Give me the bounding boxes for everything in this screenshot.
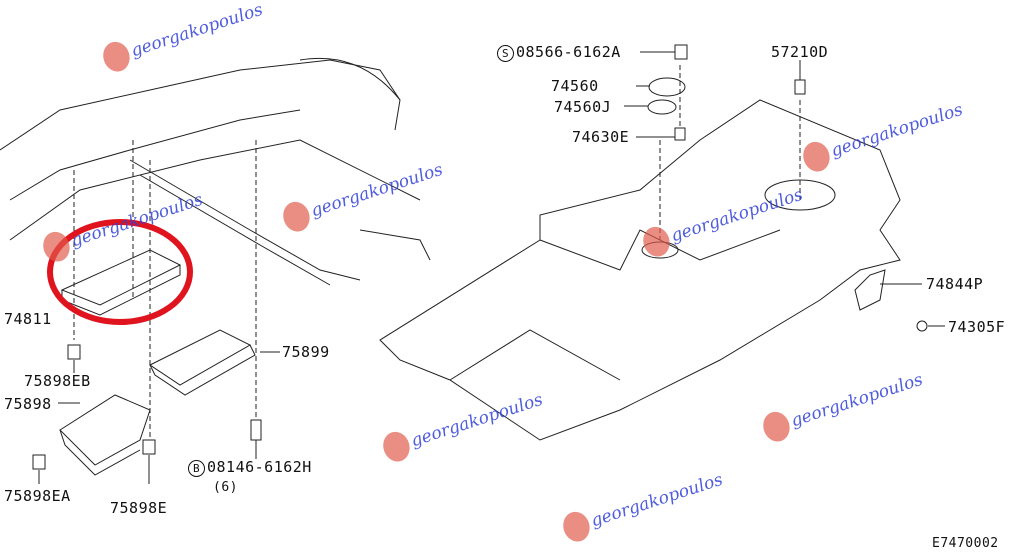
- rear-body-outline: [0, 57, 431, 286]
- part-label-57210D: 57210D: [771, 43, 829, 61]
- part-label-75898E: 75898E: [110, 499, 168, 517]
- diagram-code: E7470002: [932, 536, 999, 552]
- part-label-74630E: 74630E: [572, 128, 630, 146]
- part-label-74811: 74811: [4, 310, 52, 328]
- floor-panel: [379, 99, 901, 441]
- part-75898-shape: [59, 394, 151, 476]
- part-label-75898EA: 75898EA: [4, 487, 71, 505]
- callout-lines: [38, 51, 945, 484]
- part-label-74305F: 74305F: [948, 318, 1006, 336]
- part-prefix: B: [188, 460, 205, 477]
- part-label-75899: 75899: [282, 343, 330, 361]
- part-label-74844P: 74844P: [926, 275, 984, 293]
- clip-icons: [32, 44, 928, 470]
- part-number: 08566-6162A: [516, 43, 621, 61]
- part-75899-shape: [149, 329, 256, 396]
- part-label-74560: 74560: [551, 77, 599, 95]
- part-number: 08146-6162H: [207, 458, 312, 476]
- part-label-74560J: 74560J: [554, 98, 612, 116]
- part-label-75898EB: 75898EB: [24, 372, 91, 390]
- part-prefix: S: [497, 45, 514, 62]
- part-quantity: (6): [213, 480, 238, 496]
- part-74811-shape: [60, 249, 182, 316]
- highlight-circle: [47, 219, 193, 325]
- part-label-75898: 75898: [4, 395, 52, 413]
- part-74560-shape: [647, 77, 686, 115]
- part-74844P-shape: [854, 269, 886, 311]
